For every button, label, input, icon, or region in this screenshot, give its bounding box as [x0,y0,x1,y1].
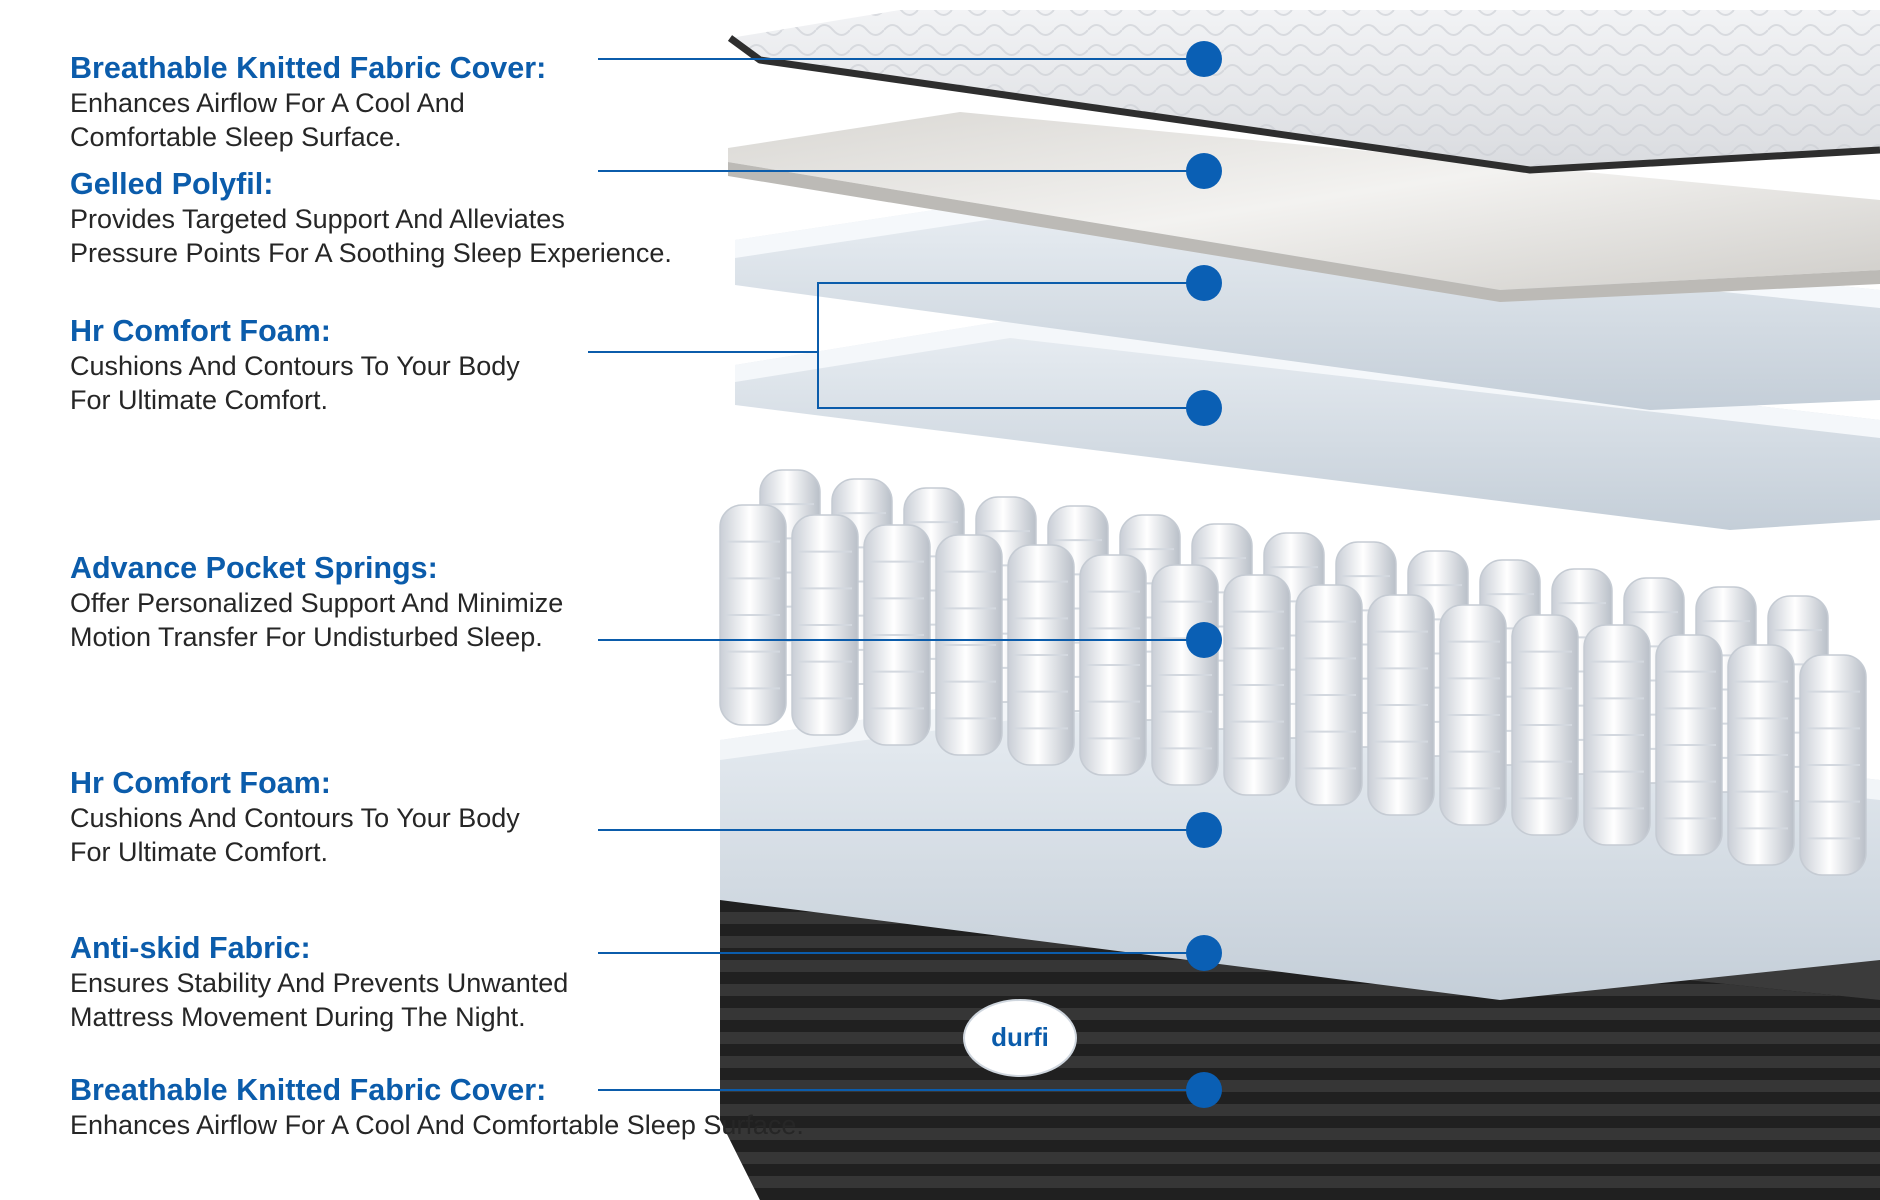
gelled-polyfil-layer [728,112,1880,302]
marker-dot [1186,622,1222,658]
callout-description: Ensures Stability And Prevents Unwanted … [70,968,569,1032]
brand-logo: durfi [963,999,1077,1077]
pocket-springs-layer [719,469,1867,876]
marker-dot [1186,390,1222,426]
callout-breathable-knitted-fabric-cover-bottom: Breathable Knitted Fabric Cover: Enhance… [70,1072,970,1142]
callout-title: Hr Comfort Foam: [70,314,331,348]
marker-dot [1186,812,1222,848]
leader-line-3a [588,282,1204,353]
callout-hr-comfort-foam-bottom: Hr Comfort Foam: Cushions And Contours T… [70,765,770,869]
callout-description: Cushions And Contours To Your Body For U… [70,351,520,415]
marker-dot [1186,935,1222,971]
callout-description: Enhances Airflow For A Cool And Comforta… [70,1110,804,1140]
marker-dot [1186,265,1222,301]
marker-dot [1186,1072,1222,1108]
brand-logo-text: durfi [991,1022,1049,1052]
callout-leaders [588,58,1204,1091]
leader-line-3b [817,352,1204,409]
callout-title: Breathable Knitted Fabric Cover: [70,51,547,85]
callout-breathable-knitted-fabric-cover-top: Breathable Knitted Fabric Cover: Enhance… [70,50,770,154]
callout-gelled-polyfil: Gelled Polyfil: Provides Targeted Suppor… [70,166,970,270]
callout-description: Offer Personalized Support And Minimize … [70,588,564,652]
top-cover-layer [727,10,1880,174]
callout-title: Advance Pocket Springs: [70,551,438,585]
callout-title: Breathable Knitted Fabric Cover: [70,1073,547,1107]
callout-title: Gelled Polyfil: [70,167,274,201]
foam-layer-2 [735,320,1880,530]
callout-description: Enhances Airflow For A Cool And Comforta… [70,88,465,152]
callout-markers [1186,41,1222,1108]
callout-title: Anti-skid Fabric: [70,931,311,965]
callout-description: Provides Targeted Support And Alleviates… [70,204,672,268]
callout-anti-skid-fabric: Anti-skid Fabric: Ensures Stability And … [70,930,770,1034]
callout-title: Hr Comfort Foam: [70,766,331,800]
foam-layer-1 [735,200,1880,410]
marker-dot [1186,153,1222,189]
callout-hr-comfort-foam-top: Hr Comfort Foam: Cushions And Contours T… [70,313,770,417]
callout-description: Cushions And Contours To Your Body For U… [70,803,520,867]
callout-advance-pocket-springs: Advance Pocket Springs: Offer Personaliz… [70,550,770,654]
marker-dot [1186,41,1222,77]
